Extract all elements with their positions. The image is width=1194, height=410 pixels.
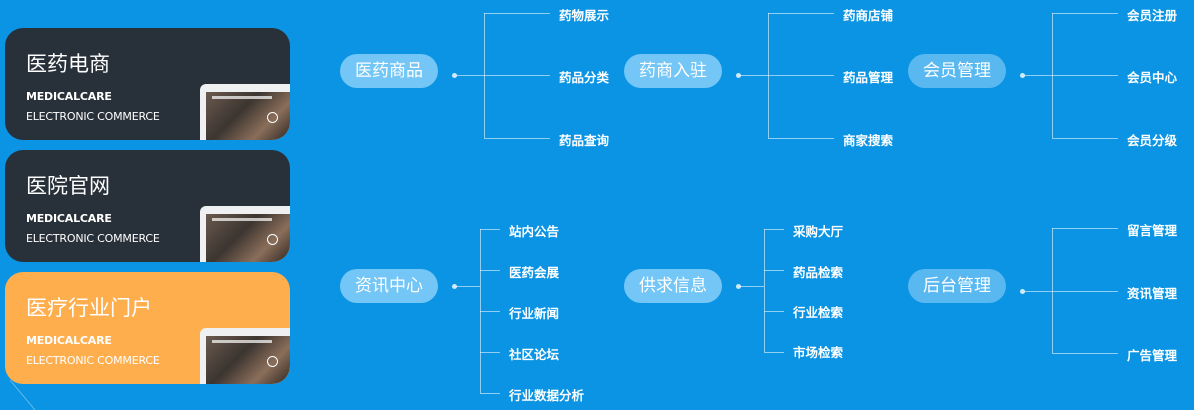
group-pharma-goods[interactable]: 医药商品 <box>340 54 438 88</box>
connector-line <box>456 75 484 76</box>
connector-dot <box>736 284 741 289</box>
connector-line <box>480 311 500 312</box>
menu-item[interactable]: 行业数据分析 <box>509 388 585 403</box>
connector-line <box>1052 75 1118 76</box>
menu-item[interactable]: 会员中心 <box>1127 70 1178 85</box>
connector-line <box>1024 291 1052 292</box>
card-thumbnail <box>200 328 290 384</box>
menu-item[interactable]: 会员分级 <box>1127 133 1178 148</box>
connector-line <box>480 270 500 271</box>
menu-item[interactable]: 行业检索 <box>793 305 844 320</box>
menu-item[interactable]: 医药会展 <box>509 265 560 280</box>
connector-line <box>764 229 765 352</box>
menu-item[interactable]: 站内公告 <box>509 224 560 239</box>
menu-item[interactable]: 会员注册 <box>1127 8 1178 23</box>
connector-line <box>480 229 500 230</box>
group-news-center[interactable]: 资讯中心 <box>340 269 438 303</box>
connector-line <box>480 393 500 394</box>
connector-line <box>1024 75 1052 76</box>
card-pharma-ecommerce[interactable]: 医药电商 MEDICALCARE ELECTRONIC COMMERCE <box>5 28 290 140</box>
connector-line <box>1052 138 1118 139</box>
card-subtitle: ELECTRONIC COMMERCE <box>26 354 160 367</box>
product-cards: 医药电商 MEDICALCARE ELECTRONIC COMMERCE 医院官… <box>0 0 300 410</box>
menu-item[interactable]: 社区论坛 <box>509 347 560 362</box>
menu-item[interactable]: 市场检索 <box>793 345 844 360</box>
card-medical-portal[interactable]: 医疗行业门户 MEDICALCARE ELECTRONIC COMMERCE <box>5 272 290 384</box>
menu-item[interactable]: 留言管理 <box>1127 223 1178 238</box>
connector-line <box>768 75 834 76</box>
card-hospital-site[interactable]: 医院官网 MEDICALCARE ELECTRONIC COMMERCE <box>5 150 290 262</box>
group-supply-demand[interactable]: 供求信息 <box>624 269 722 303</box>
connector-line <box>768 138 834 139</box>
connector-line <box>480 352 500 353</box>
connector-dot <box>1020 73 1025 78</box>
decorative-line <box>9 380 36 410</box>
play-icon <box>267 356 278 367</box>
card-subtitle: MEDICALCARE <box>26 212 112 225</box>
menu-item[interactable]: 药品检索 <box>793 265 844 280</box>
card-subtitle: MEDICALCARE <box>26 90 112 103</box>
menu-item[interactable]: 药商店铺 <box>843 8 894 23</box>
menu-item[interactable]: 药物展示 <box>559 8 610 23</box>
menu-item[interactable]: 药品分类 <box>559 70 610 85</box>
menu-item[interactable]: 药品查询 <box>559 133 610 148</box>
card-thumbnail <box>200 84 290 140</box>
group-member-management[interactable]: 会员管理 <box>908 54 1006 88</box>
play-icon <box>267 234 278 245</box>
card-title: 医院官网 <box>26 174 110 198</box>
menu-item[interactable]: 资讯管理 <box>1127 286 1178 301</box>
connector-dot <box>452 284 457 289</box>
menu-item[interactable]: 药品管理 <box>843 70 894 85</box>
connector-line <box>768 13 834 14</box>
card-thumbnail <box>200 206 290 262</box>
connector-dot <box>452 73 457 78</box>
connector-dot <box>1020 289 1025 294</box>
connector-line <box>764 311 784 312</box>
connector-line <box>1052 291 1118 292</box>
card-subtitle: MEDICALCARE <box>26 334 112 347</box>
connector-line <box>764 352 784 353</box>
play-icon <box>267 112 278 123</box>
menu-item[interactable]: 行业新闻 <box>509 306 560 321</box>
connector-line <box>764 229 784 230</box>
card-title: 医疗行业门户 <box>26 296 152 320</box>
menu-item[interactable]: 商家搜索 <box>843 133 894 148</box>
connector-line <box>764 270 784 271</box>
card-subtitle: ELECTRONIC COMMERCE <box>26 110 160 123</box>
connector-line <box>1052 13 1118 14</box>
connector-line <box>456 286 480 287</box>
group-merchant-join[interactable]: 药商入驻 <box>624 54 722 88</box>
connector-line <box>484 138 550 139</box>
connector-line <box>1052 353 1118 354</box>
connector-line <box>484 75 550 76</box>
card-subtitle: ELECTRONIC COMMERCE <box>26 232 160 245</box>
connector-line <box>740 75 768 76</box>
connector-dot <box>736 73 741 78</box>
connector-line <box>740 286 764 287</box>
connector-line <box>484 13 550 14</box>
card-title: 医药电商 <box>26 52 110 76</box>
connector-line <box>1052 228 1118 229</box>
connector-line <box>1052 228 1053 353</box>
group-admin-management[interactable]: 后台管理 <box>908 269 1006 303</box>
menu-item[interactable]: 广告管理 <box>1127 348 1178 363</box>
menu-item[interactable]: 采购大厅 <box>793 224 844 239</box>
